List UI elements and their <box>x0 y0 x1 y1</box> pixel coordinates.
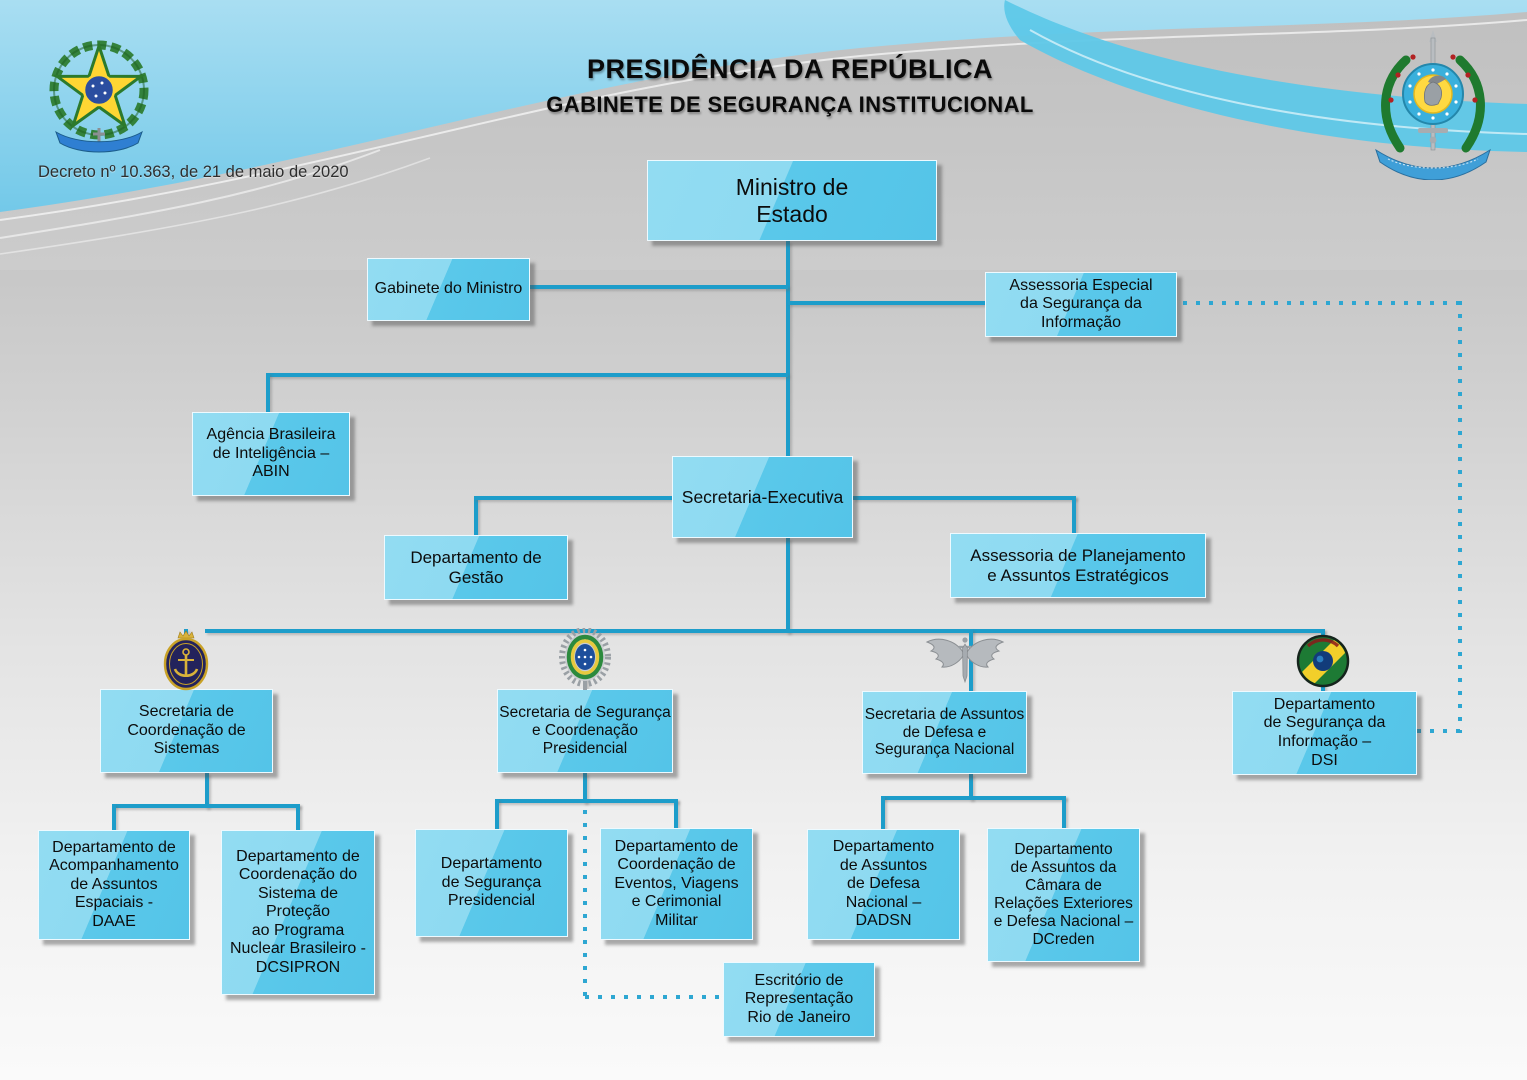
connector-line <box>112 804 300 808</box>
connector-line <box>853 496 1076 500</box>
connector-line <box>881 796 885 829</box>
connector-line <box>583 773 587 803</box>
brazil-coat-of-arms <box>49 40 149 153</box>
node-secretaria-coordenacao-sistemas: Secretaria de Coordenação de Sistemas <box>100 689 273 773</box>
node-departamento-seguranca-presidencial: Departamento de Segurança Presidencial <box>415 829 568 937</box>
connector-line <box>528 285 788 289</box>
connector-line <box>674 799 678 828</box>
air-force-emblem <box>925 637 1005 684</box>
connector-dotted <box>1417 729 1462 733</box>
connector-line <box>474 496 478 535</box>
connector-dotted <box>1458 301 1462 733</box>
connector-line <box>266 373 270 412</box>
connector-line <box>205 773 209 808</box>
connector-line <box>788 301 985 305</box>
connector-line <box>786 241 790 456</box>
connector-line <box>881 796 1066 800</box>
header-titles: PRESIDÊNCIA DA REPÚBLICA GABINETE DE SEG… <box>420 54 1160 118</box>
gsi-emblem <box>1375 30 1491 180</box>
connector-line <box>495 799 499 829</box>
node-secretaria-defesa-seguranca-nacional: Secretaria de Assuntos de Defesa e Segur… <box>862 691 1027 774</box>
navy-emblem <box>163 630 209 691</box>
connector-line <box>296 804 300 830</box>
connector-line <box>1072 496 1076 533</box>
connector-line <box>474 496 672 500</box>
node-departamento-eventos-viagens-cerimonial: Departamento de Coordenação de Eventos, … <box>600 828 753 940</box>
connector-line <box>112 804 116 830</box>
node-assessoria-planejamento: Assessoria de Planejamento e Assuntos Es… <box>950 533 1206 598</box>
connector-line <box>495 799 678 803</box>
node-departamento-de-gestao: Departamento de Gestão <box>384 535 568 600</box>
connector-line <box>266 373 788 377</box>
node-daae: Departamento de Acompanhamento de Assunt… <box>38 830 190 940</box>
connector-line <box>1062 796 1066 828</box>
connector-line <box>786 538 790 633</box>
node-abin: Agência Brasileira de Inteligência – ABI… <box>192 412 350 496</box>
connector-dotted <box>585 995 723 999</box>
dsi-emblem <box>1296 634 1350 688</box>
node-gabinete-do-ministro: Gabinete do Ministro <box>367 258 530 321</box>
header-background <box>0 0 1527 270</box>
node-ministro-de-estado: Ministro de Estado <box>647 160 937 241</box>
connector-line <box>205 629 1324 633</box>
node-secretaria-executiva: Secretaria-Executiva <box>672 456 853 538</box>
page-subtitle: GABINETE DE SEGURANÇA INSTITUCIONAL <box>546 92 1034 117</box>
node-dcreden: Departamento de Assuntos da Câmara de Re… <box>987 828 1140 962</box>
node-dsi: Departamento de Segurança da Informação … <box>1232 691 1417 775</box>
node-assessoria-especial-seguranca-informacao: Assessoria Especial da Segurança da Info… <box>985 272 1177 337</box>
node-secretaria-seguranca-presidencial: Secretaria de Segurança e Coordenação Pr… <box>497 689 673 773</box>
connector-dotted <box>583 810 587 997</box>
page-title: PRESIDÊNCIA DA REPÚBLICA <box>586 54 994 84</box>
connector-dotted <box>1183 301 1464 305</box>
node-escritorio-rio-de-janeiro: Escritório de Representação Rio de Janei… <box>723 962 875 1037</box>
node-dcsipron: Departamento de Coordenação do Sistema d… <box>221 830 375 995</box>
connector-line <box>969 774 973 800</box>
army-emblem <box>559 628 611 690</box>
node-dadsn: Departamento de Assuntos de Defesa Nacio… <box>807 829 960 940</box>
decree-caption: Decreto nº 10.363, de 21 de maio de 2020 <box>38 163 349 181</box>
